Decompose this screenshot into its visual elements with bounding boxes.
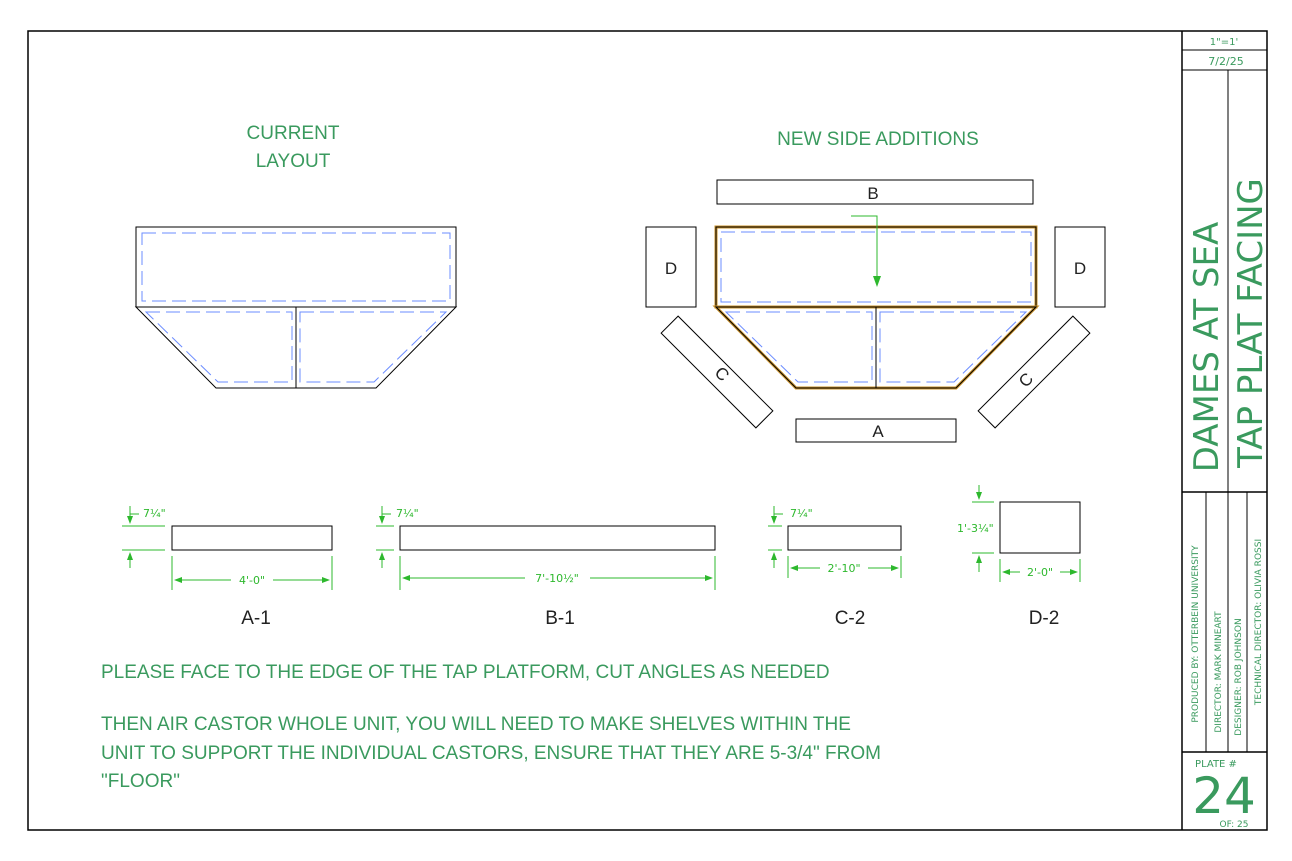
note-line-4: "FLOOR": [101, 771, 180, 792]
designer-text: DESIGNER: ROB JOHNSON: [1234, 618, 1244, 735]
notes: PLEASE FACE TO THE EDGE OF THE TAP PLATF…: [101, 662, 881, 792]
piece-b1-thickness: 7¼": [396, 507, 419, 520]
new-platform-hidden: [720, 231, 1032, 303]
piece-a-rect: [795, 418, 957, 443]
new-side-additions-title: NEW SIDE ADDITIONS: [777, 129, 979, 150]
piece-c-left-rect: [660, 315, 774, 429]
piece-d-left-label: D: [665, 259, 677, 278]
piece-a1-length: 4'-0": [239, 574, 265, 587]
piece-a1-rect: [171, 525, 333, 551]
piece-detail-b1: 7¼" 7'-10½" B-1: [376, 506, 716, 629]
placement-arrow: [851, 215, 878, 282]
piece-d-left-rect: [645, 226, 697, 308]
drawing-title: TAP PLAT FACING: [1231, 178, 1271, 469]
piece-c-left-label: C: [711, 363, 733, 385]
current-layout-view: CURRENT LAYOUT: [134, 123, 458, 389]
show-title: DAMES AT SEA: [1187, 222, 1227, 473]
plate-label: PLATE #: [1195, 759, 1237, 770]
current-layout-title-line1: CURRENT: [247, 123, 340, 144]
piece-b-label: B: [867, 184, 878, 203]
piece-detail-a1: 7¼" 4'-0" A-1: [122, 506, 333, 629]
piece-detail-d2: 1'-3¼" 2'-0" D-2: [957, 485, 1081, 629]
note-line-2: THEN AIR CASTOR WHOLE UNIT, YOU WILL NEE…: [101, 714, 851, 735]
scale-text: 1"=1': [1210, 37, 1238, 48]
director-text: DIRECTOR: MARK MINEART: [1214, 611, 1224, 733]
current-layout-title-line2: LAYOUT: [256, 151, 331, 172]
piece-d2-length: 2'-0": [1027, 566, 1053, 579]
current-left-hidden: [144, 311, 293, 383]
piece-d2-name: D-2: [1029, 608, 1060, 629]
current-trapezoid: [134, 306, 458, 389]
piece-b-rect: [716, 179, 1034, 205]
piece-b1-length: 7'-10½": [535, 572, 579, 585]
piece-b1-rect: [399, 525, 716, 551]
current-platform-hidden: [141, 232, 451, 302]
new-platform-rect: [714, 225, 1038, 309]
piece-c2-thickness: 7¼": [790, 507, 813, 520]
produced-by-text: PRODUCED BY: OTTERBEIN UNIVERSITY: [1191, 545, 1201, 723]
piece-c-right-label: C: [1015, 369, 1037, 391]
date-text: 7/2/25: [1208, 55, 1243, 68]
piece-detail-c2: 7¼" 2'-10" C-2: [768, 506, 902, 629]
current-platform-rect: [135, 226, 457, 308]
piece-d2-thickness: 1'-3¼": [957, 522, 994, 535]
piece-a1-name: A-1: [241, 608, 271, 629]
plate-number: 24: [1192, 767, 1256, 825]
new-right-hidden: [879, 311, 1028, 383]
piece-d-right-label: D: [1074, 259, 1086, 278]
piece-b1-name: B-1: [545, 608, 575, 629]
sheet-border: [27, 30, 1268, 831]
new-left-hidden: [724, 311, 873, 383]
piece-c2-rect: [787, 525, 902, 551]
piece-c-right-rect: [977, 315, 1091, 429]
piece-a1-thickness: 7¼": [143, 507, 166, 520]
new-platform-rect-inner: [715, 226, 1037, 308]
placement-arrow-head: [873, 276, 881, 287]
new-side-additions-view: NEW SIDE ADDITIONS B D D C C A: [645, 129, 1106, 443]
note-line-1: PLEASE FACE TO THE EDGE OF THE TAP PLATF…: [101, 662, 830, 683]
piece-c2-name: C-2: [835, 608, 866, 629]
new-trapezoid: [714, 306, 1038, 389]
piece-d2-rect: [999, 501, 1081, 554]
title-block: 1"=1' 7/2/25 DAMES AT SEA TAP PLAT FACIN…: [1181, 31, 1271, 830]
plate-of: OF: 25: [1220, 820, 1249, 830]
piece-c2-length: 2'-10": [827, 562, 860, 575]
note-line-3: UNIT TO SUPPORT THE INDIVIDUAL CASTORS, …: [101, 743, 881, 764]
piece-a-label: A: [872, 422, 884, 441]
current-right-hidden: [299, 311, 448, 383]
piece-d-right-rect: [1054, 226, 1106, 308]
technical-director-text: TECHNICAL DIRECTOR: OLIVIA ROSSI: [1254, 539, 1264, 706]
